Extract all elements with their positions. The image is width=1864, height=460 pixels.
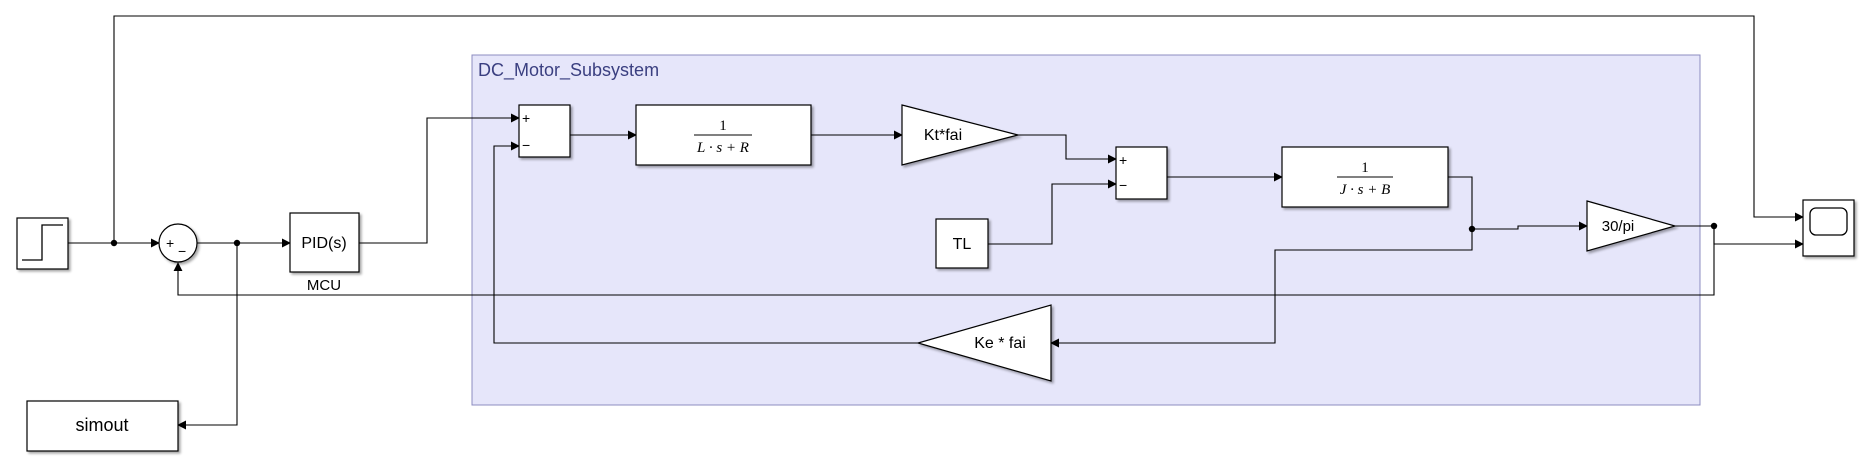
kt-gain-label: Kt*fai bbox=[924, 127, 962, 144]
outer-sum-plus-sign: + bbox=[166, 235, 174, 251]
outer-sum-minus-sign: − bbox=[178, 243, 186, 259]
simout-label: simout bbox=[75, 415, 128, 435]
tf2-denominator: J · s + B bbox=[1340, 182, 1391, 198]
ke-gain-block[interactable]: Ke * fai bbox=[915, 304, 1052, 382]
sum1-block[interactable]: + − bbox=[518, 104, 571, 158]
tf2-numerator: 1 bbox=[1361, 160, 1369, 176]
pid-label: PID(s) bbox=[301, 235, 346, 252]
wire-pid-to-sum1[interactable] bbox=[359, 113, 520, 244]
sum1-plus-sign: + bbox=[522, 110, 530, 126]
scope-block[interactable] bbox=[1802, 199, 1855, 257]
tl-label: TL bbox=[953, 236, 972, 253]
tl-block[interactable]: TL bbox=[935, 218, 989, 269]
wire-reference-to-scope[interactable] bbox=[113, 15, 1804, 243]
outer-sum-block[interactable]: + − bbox=[158, 223, 198, 263]
pid-caption: MCU bbox=[307, 277, 341, 294]
step-block[interactable] bbox=[16, 217, 69, 270]
kt-gain-block[interactable]: Kt*fai bbox=[901, 104, 1021, 166]
wire-ke-to-sum1[interactable] bbox=[493, 141, 918, 344]
scope-icon bbox=[1809, 207, 1848, 236]
wire-tf2-to-conv[interactable] bbox=[1448, 176, 1588, 231]
tf1-denominator: L · s + R bbox=[696, 140, 749, 156]
transfer-fn-2-block[interactable]: 1 J · s + B bbox=[1281, 146, 1449, 208]
sum1-minus-sign: − bbox=[522, 137, 530, 153]
sum2-block[interactable]: + − bbox=[1115, 146, 1168, 200]
wire-error-to-simout[interactable] bbox=[177, 243, 238, 430]
step-icon bbox=[22, 224, 63, 261]
wire-output-feedback[interactable] bbox=[173, 226, 1715, 296]
simout-block[interactable]: simout bbox=[26, 400, 179, 452]
conversion-gain-block[interactable]: 30/pi bbox=[1586, 200, 1678, 252]
conversion-gain-label: 30/pi bbox=[1602, 218, 1635, 235]
tf1-numerator: 1 bbox=[719, 118, 727, 134]
wire-speed-to-ke[interactable] bbox=[1050, 229, 1473, 348]
sum2-plus-sign: + bbox=[1119, 152, 1127, 168]
wire-kt-to-sum2[interactable] bbox=[1018, 134, 1117, 164]
pid-block[interactable]: PID(s) bbox=[289, 212, 360, 273]
ke-gain-label: Ke * fai bbox=[974, 335, 1026, 352]
transfer-fn-1-block[interactable]: 1 L · s + R bbox=[635, 104, 812, 166]
sum2-minus-sign: − bbox=[1119, 177, 1127, 193]
subsystem-title: DC_Motor_Subsystem bbox=[478, 60, 659, 81]
wire-tl-to-sum2[interactable] bbox=[988, 179, 1117, 245]
